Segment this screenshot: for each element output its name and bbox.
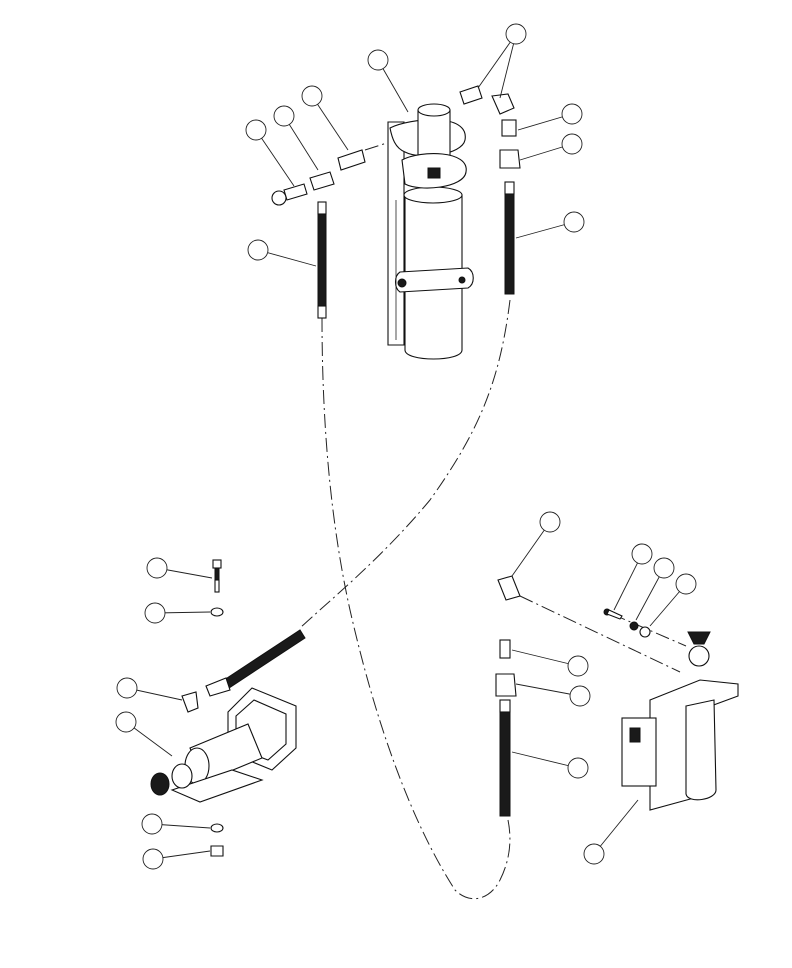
- callout-circle: [144, 602, 166, 624]
- callout-circle: [539, 511, 561, 533]
- hose-left-end-top: [317, 201, 327, 215]
- strap-bolt: [397, 278, 407, 288]
- bolt-head: [212, 559, 222, 569]
- elbow-fitting-a: [459, 85, 483, 105]
- routing-line-bottom: [499, 819, 511, 881]
- nipple-fitting-right: [501, 119, 517, 137]
- spacer: [629, 621, 639, 631]
- callout-circle: [567, 757, 589, 779]
- valve-knob: [150, 772, 170, 796]
- hose-routing-lines: [299, 141, 687, 900]
- hose-diagonal: [223, 629, 306, 689]
- center-fittings: [495, 575, 521, 697]
- callout-circle: [141, 813, 163, 835]
- callout-circle: [301, 85, 323, 107]
- callout-circle: [505, 23, 527, 45]
- callout-circle: [569, 685, 591, 707]
- routing-line-right: [299, 299, 511, 629]
- hose-right: [504, 193, 515, 295]
- callouts: [115, 23, 697, 870]
- hose-right-end-top: [504, 181, 515, 195]
- hoses: [205, 181, 515, 817]
- bottle-handle: [687, 631, 711, 645]
- washer-right: [639, 626, 651, 638]
- callout-circle: [247, 239, 269, 261]
- control-box: [621, 717, 657, 787]
- valve-bracket-assembly: [150, 687, 297, 803]
- hose-left: [317, 213, 327, 307]
- callout-circle: [142, 848, 164, 870]
- callout-circle: [273, 105, 295, 127]
- callout-circle: [563, 211, 585, 233]
- callout-circle: [146, 557, 168, 579]
- nipple-fitting: [337, 149, 366, 171]
- knob-fitting: [271, 190, 287, 206]
- left-fittings: [271, 149, 366, 206]
- callout-circle: [567, 655, 589, 677]
- cylinder-assembly: [387, 103, 474, 360]
- routing-line-left: [321, 317, 501, 900]
- callout-circle: [116, 677, 138, 699]
- screw: [606, 609, 623, 620]
- callout-circle: [675, 573, 697, 595]
- bolt-thread: [214, 579, 220, 593]
- elbow-small: [181, 691, 199, 713]
- callout-circle: [245, 119, 267, 141]
- bracket-base: [170, 769, 264, 803]
- valve-housing-top: [417, 103, 451, 117]
- adapter-fitting: [283, 183, 308, 201]
- tee-fitting: [309, 171, 335, 191]
- callout-circle: [583, 843, 605, 865]
- routing-line-screw: [611, 613, 687, 647]
- callout-circle: [115, 711, 137, 733]
- elbow-fitting-center: [497, 575, 521, 601]
- strap-bolt-2: [458, 276, 466, 284]
- left-hardware: [210, 559, 224, 857]
- hose-diagonal-end: [205, 677, 231, 697]
- tee-fitting-right: [499, 149, 521, 169]
- control-box-switch: [629, 727, 641, 743]
- washer-bottom: [210, 823, 224, 833]
- valve-nut: [427, 167, 441, 179]
- callout-circle: [653, 557, 675, 579]
- bolt-shank: [214, 567, 220, 581]
- tee-center: [495, 673, 517, 697]
- callout-circle: [561, 103, 583, 125]
- callout-circle: [561, 133, 583, 155]
- nipple-center: [499, 639, 511, 659]
- routing-line-elbow-bottle: [519, 595, 681, 673]
- hose-bottom: [499, 711, 511, 817]
- callout-circle: [631, 543, 653, 565]
- hose-bottom-end-top: [499, 699, 511, 713]
- cylinder-top: [403, 186, 463, 204]
- valve-collar: [171, 763, 193, 789]
- bottle-valve: [688, 645, 710, 667]
- bottle-assembly: [603, 608, 739, 811]
- hose-left-end-bottom: [317, 305, 327, 319]
- bottle: [685, 699, 717, 801]
- right-fittings: [459, 85, 521, 169]
- nut-bottom: [210, 845, 224, 857]
- routing-line-upper-fitting: [364, 141, 391, 151]
- elbow-fitting-b: [491, 93, 515, 115]
- callout-circle: [367, 49, 389, 71]
- washer-top: [210, 607, 224, 617]
